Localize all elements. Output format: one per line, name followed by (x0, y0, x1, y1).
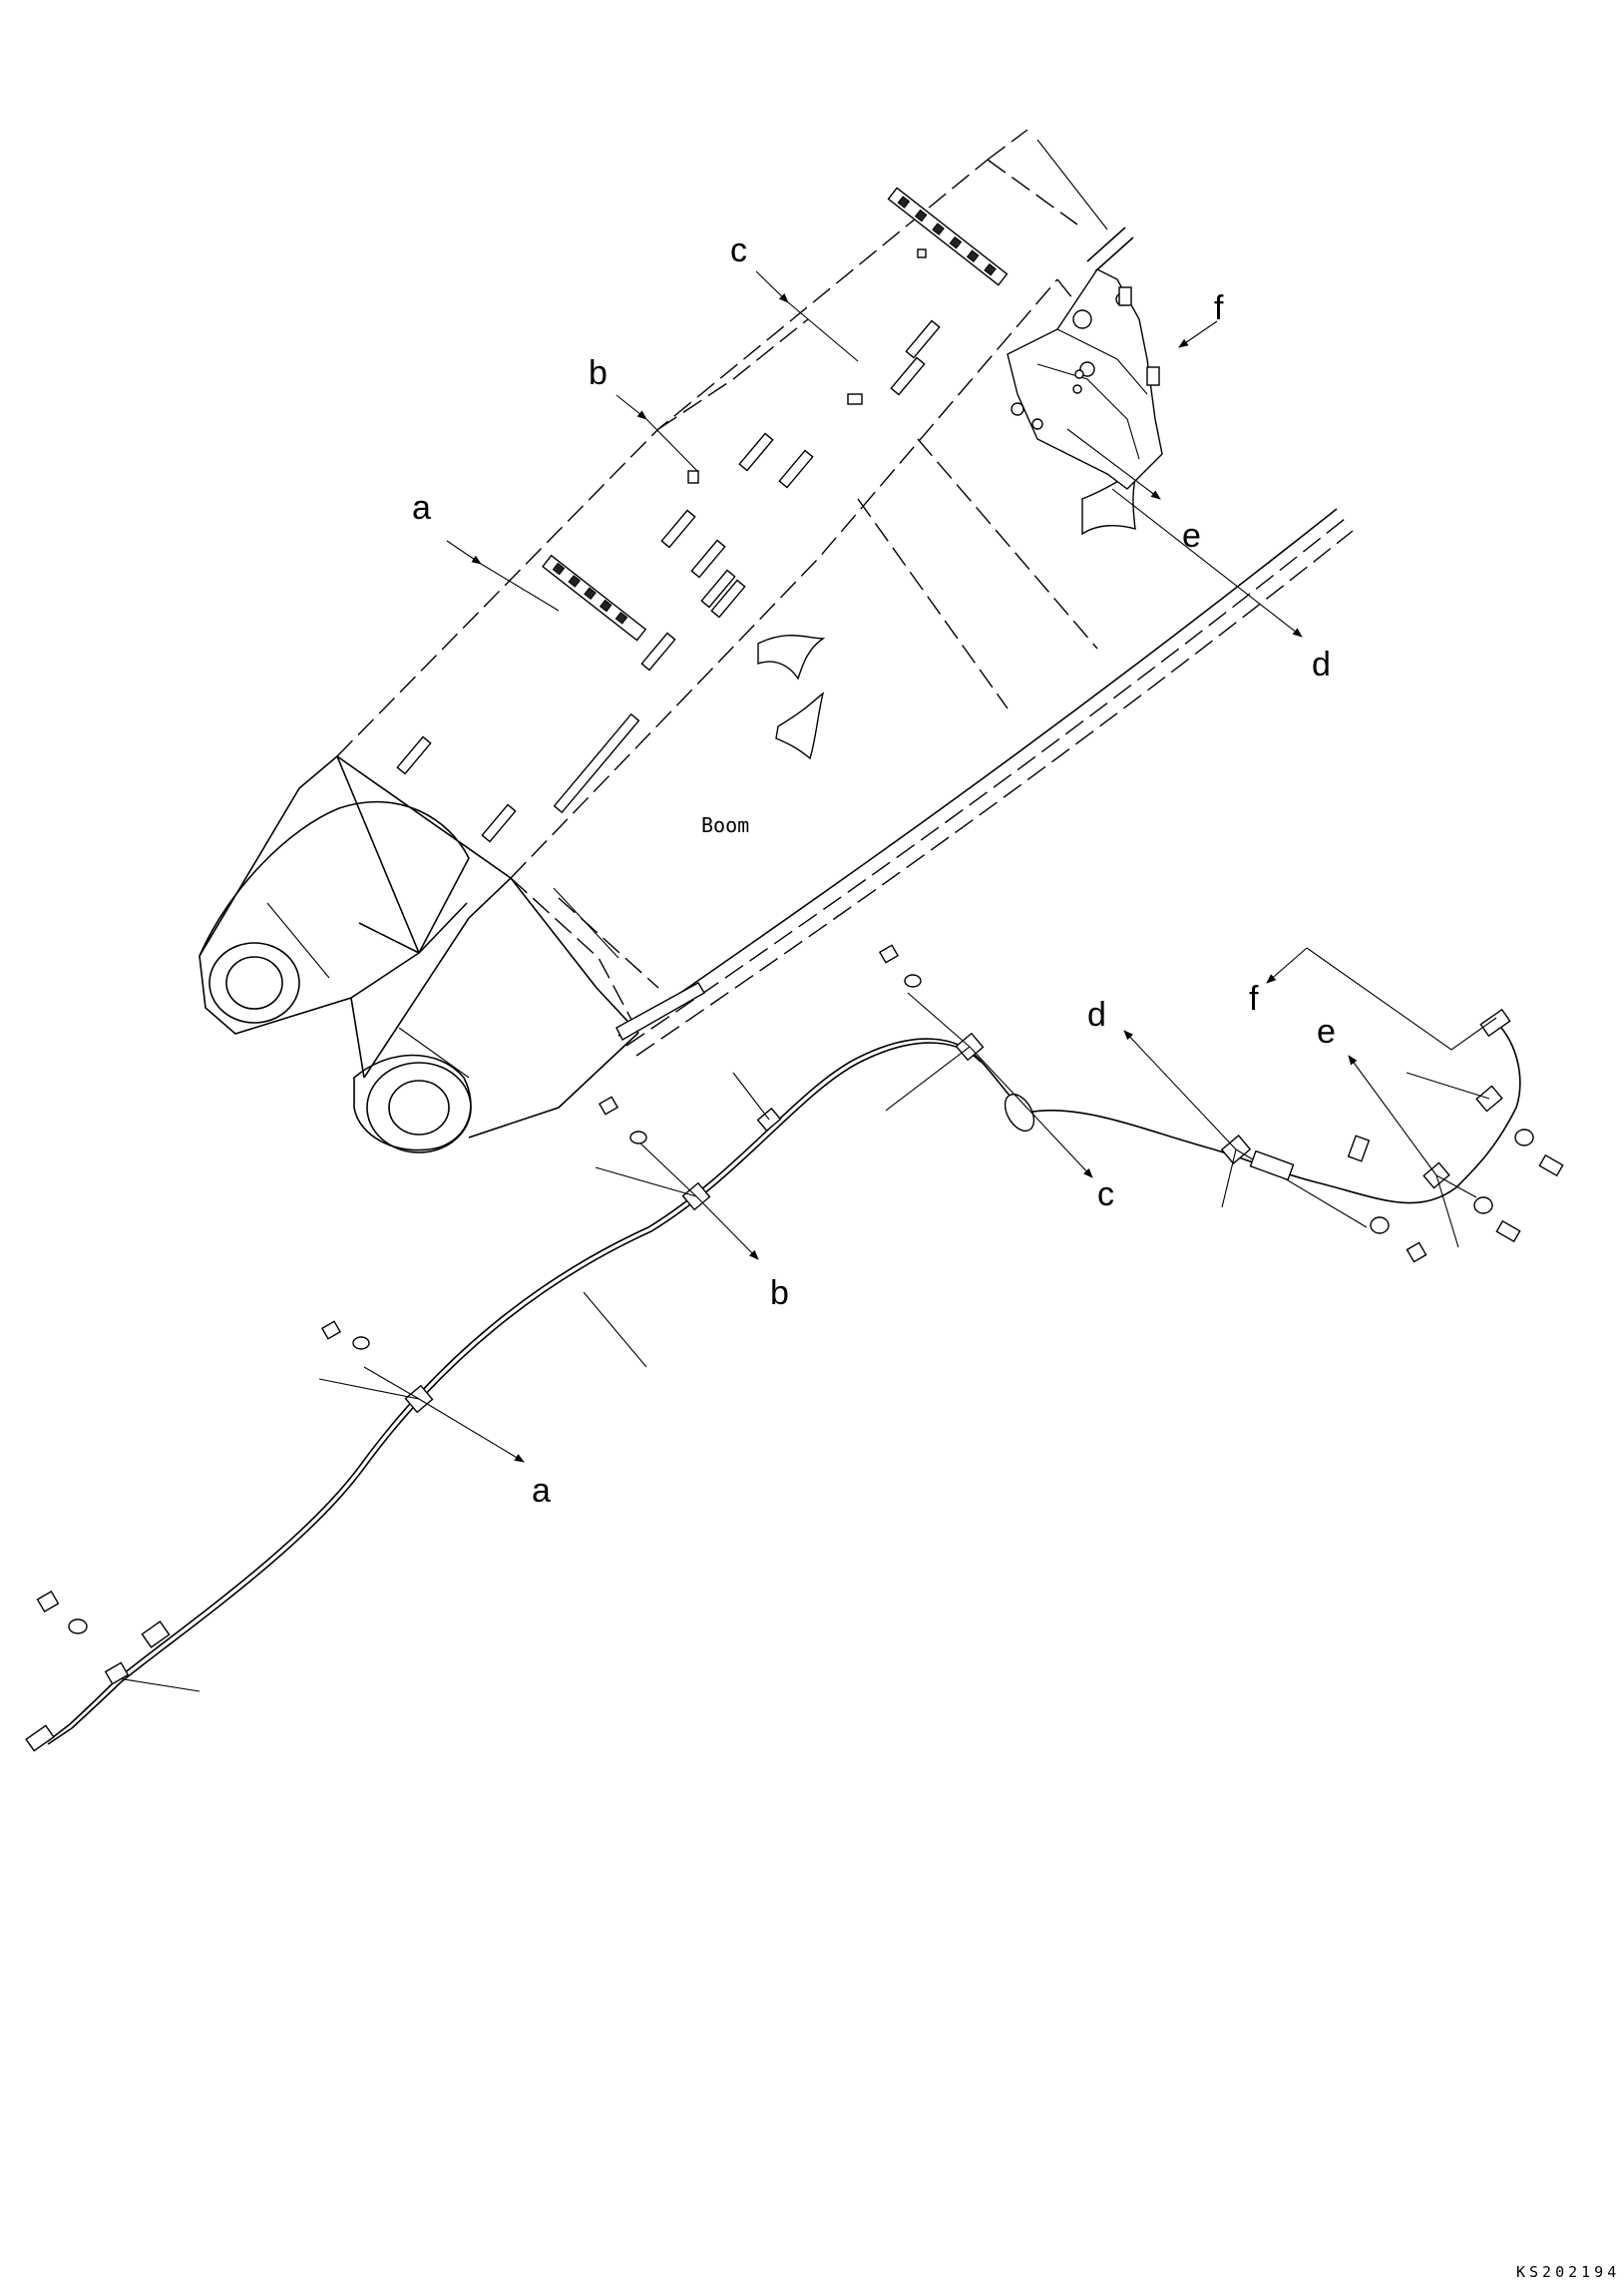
callout-e-boom: e (1182, 517, 1201, 555)
boom-assembly: Boom (199, 129, 1354, 1153)
callout-a-harness: a (532, 1472, 551, 1510)
callout-labels: a b c f e d a b c d e f (412, 231, 1336, 1510)
callout-f-harness: f (1249, 980, 1259, 1018)
boom-brackets (396, 248, 941, 843)
callout-e-harness: e (1317, 1013, 1336, 1051)
boom-harness-clip-row-a (542, 554, 647, 642)
boom-sensor-bracket (1007, 268, 1163, 490)
callout-c-harness: c (1097, 1175, 1114, 1213)
callout-b-harness: b (770, 1274, 789, 1312)
boom-clamp-plates (757, 467, 1139, 760)
callout-f-boom: f (1214, 289, 1224, 327)
bolts-and-washers (36, 944, 1564, 1634)
boom-harness-clip-row-top (887, 187, 1009, 286)
callout-c-boom: c (730, 231, 747, 269)
callout-d-boom: d (1312, 646, 1331, 684)
callout-a-boom: a (412, 489, 431, 527)
boom-label: Boom (701, 813, 749, 837)
drawing-code: KS202194 (1516, 2263, 1620, 2281)
wiring-harness (25, 944, 1564, 1752)
callout-leaders (418, 270, 1437, 1463)
callout-b-boom: b (589, 354, 608, 392)
callout-d-harness: d (1087, 996, 1106, 1034)
